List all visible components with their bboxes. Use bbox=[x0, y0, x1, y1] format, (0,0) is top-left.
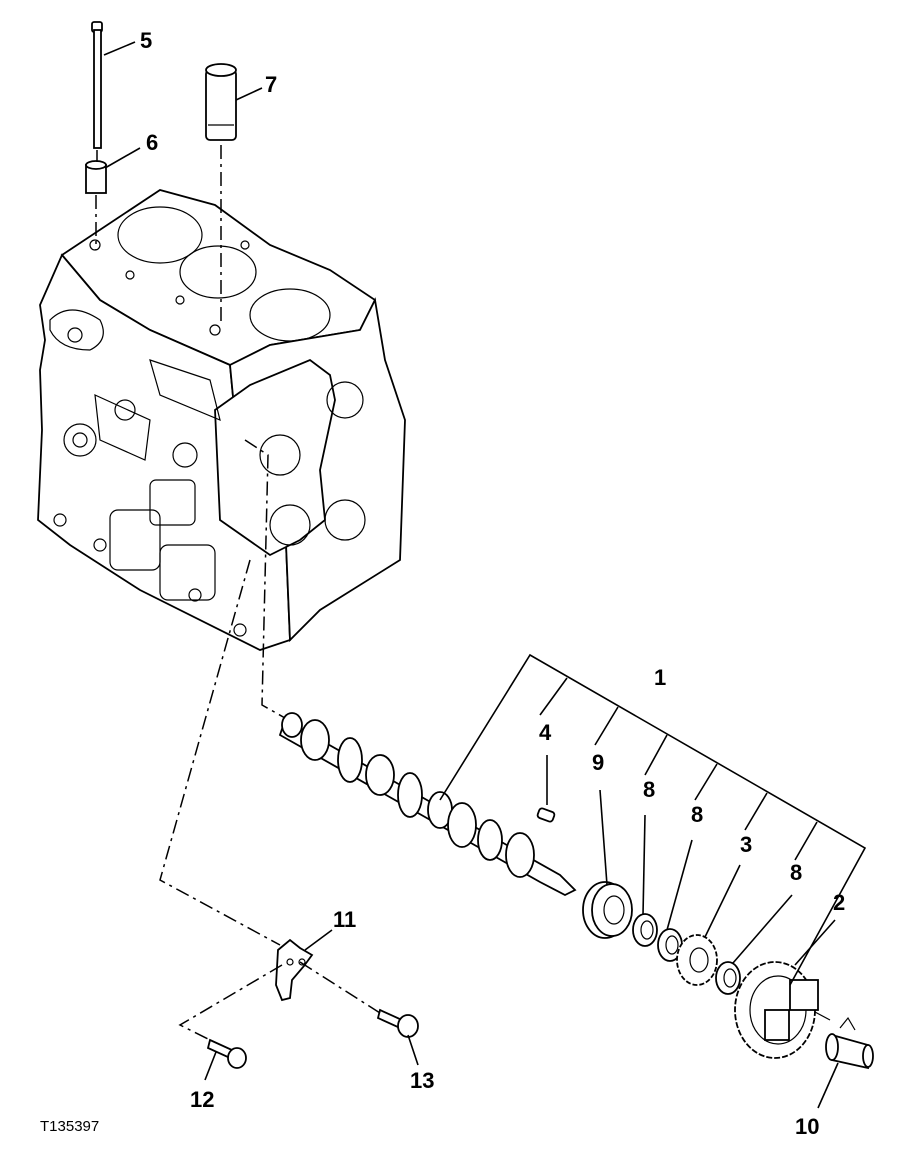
assembly-lines bbox=[95, 145, 867, 1041]
figure-id: T135397 bbox=[40, 1118, 99, 1135]
callout-6: 6 bbox=[146, 130, 158, 155]
bearing-part-9 bbox=[582, 881, 633, 939]
callout-13: 13 bbox=[410, 1068, 434, 1093]
leader-lines bbox=[103, 41, 839, 1109]
callout-7: 7 bbox=[265, 72, 277, 97]
callout-9: 9 bbox=[592, 750, 604, 775]
callout-8-a: 8 bbox=[643, 777, 655, 802]
callout-10: 10 bbox=[795, 1114, 819, 1139]
bolt-part-12 bbox=[206, 1038, 247, 1069]
cam-follower-part-7 bbox=[205, 63, 237, 141]
callout-4: 4 bbox=[539, 720, 552, 745]
callout-3: 3 bbox=[740, 832, 752, 857]
gear-part-3 bbox=[676, 934, 718, 986]
camshaft bbox=[278, 712, 577, 897]
callouts: 5 6 7 1 4 9 8 8 3 8 2 11 13 12 10 bbox=[140, 28, 845, 1139]
callout-2: 2 bbox=[833, 890, 845, 915]
callout-8-c: 8 bbox=[790, 860, 802, 885]
callout-1: 1 bbox=[654, 665, 666, 690]
tappet-part-6 bbox=[85, 160, 107, 194]
bolt-part-13 bbox=[376, 1008, 419, 1038]
callout-5: 5 bbox=[140, 28, 152, 53]
gear-assembly-part-2 bbox=[734, 961, 831, 1059]
callout-8-b: 8 bbox=[691, 802, 703, 827]
key-part-4 bbox=[536, 807, 556, 823]
push-rod-part-5 bbox=[91, 21, 103, 149]
callout-11: 11 bbox=[333, 907, 356, 932]
washer-part-8a bbox=[632, 913, 658, 947]
callout-12: 12 bbox=[190, 1087, 214, 1112]
washer-part-8c bbox=[715, 961, 741, 995]
engine-block bbox=[37, 189, 406, 651]
sleeve-part-10 bbox=[825, 1016, 874, 1070]
plate-part-11 bbox=[275, 938, 314, 1002]
